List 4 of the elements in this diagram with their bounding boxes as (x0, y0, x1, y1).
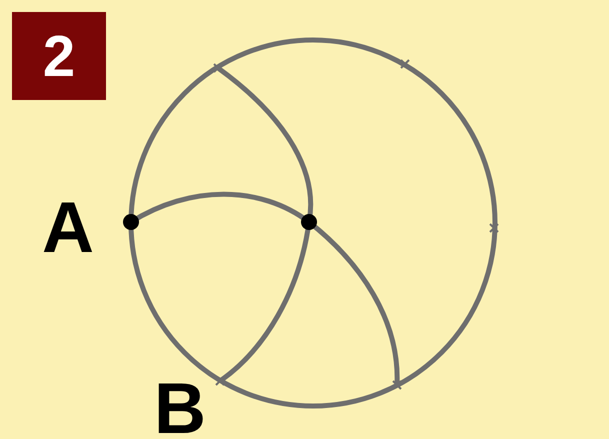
point-label: A (42, 192, 94, 264)
point-label: B (154, 373, 206, 439)
step-number: 2 (42, 22, 76, 90)
number-badge (12, 12, 106, 100)
